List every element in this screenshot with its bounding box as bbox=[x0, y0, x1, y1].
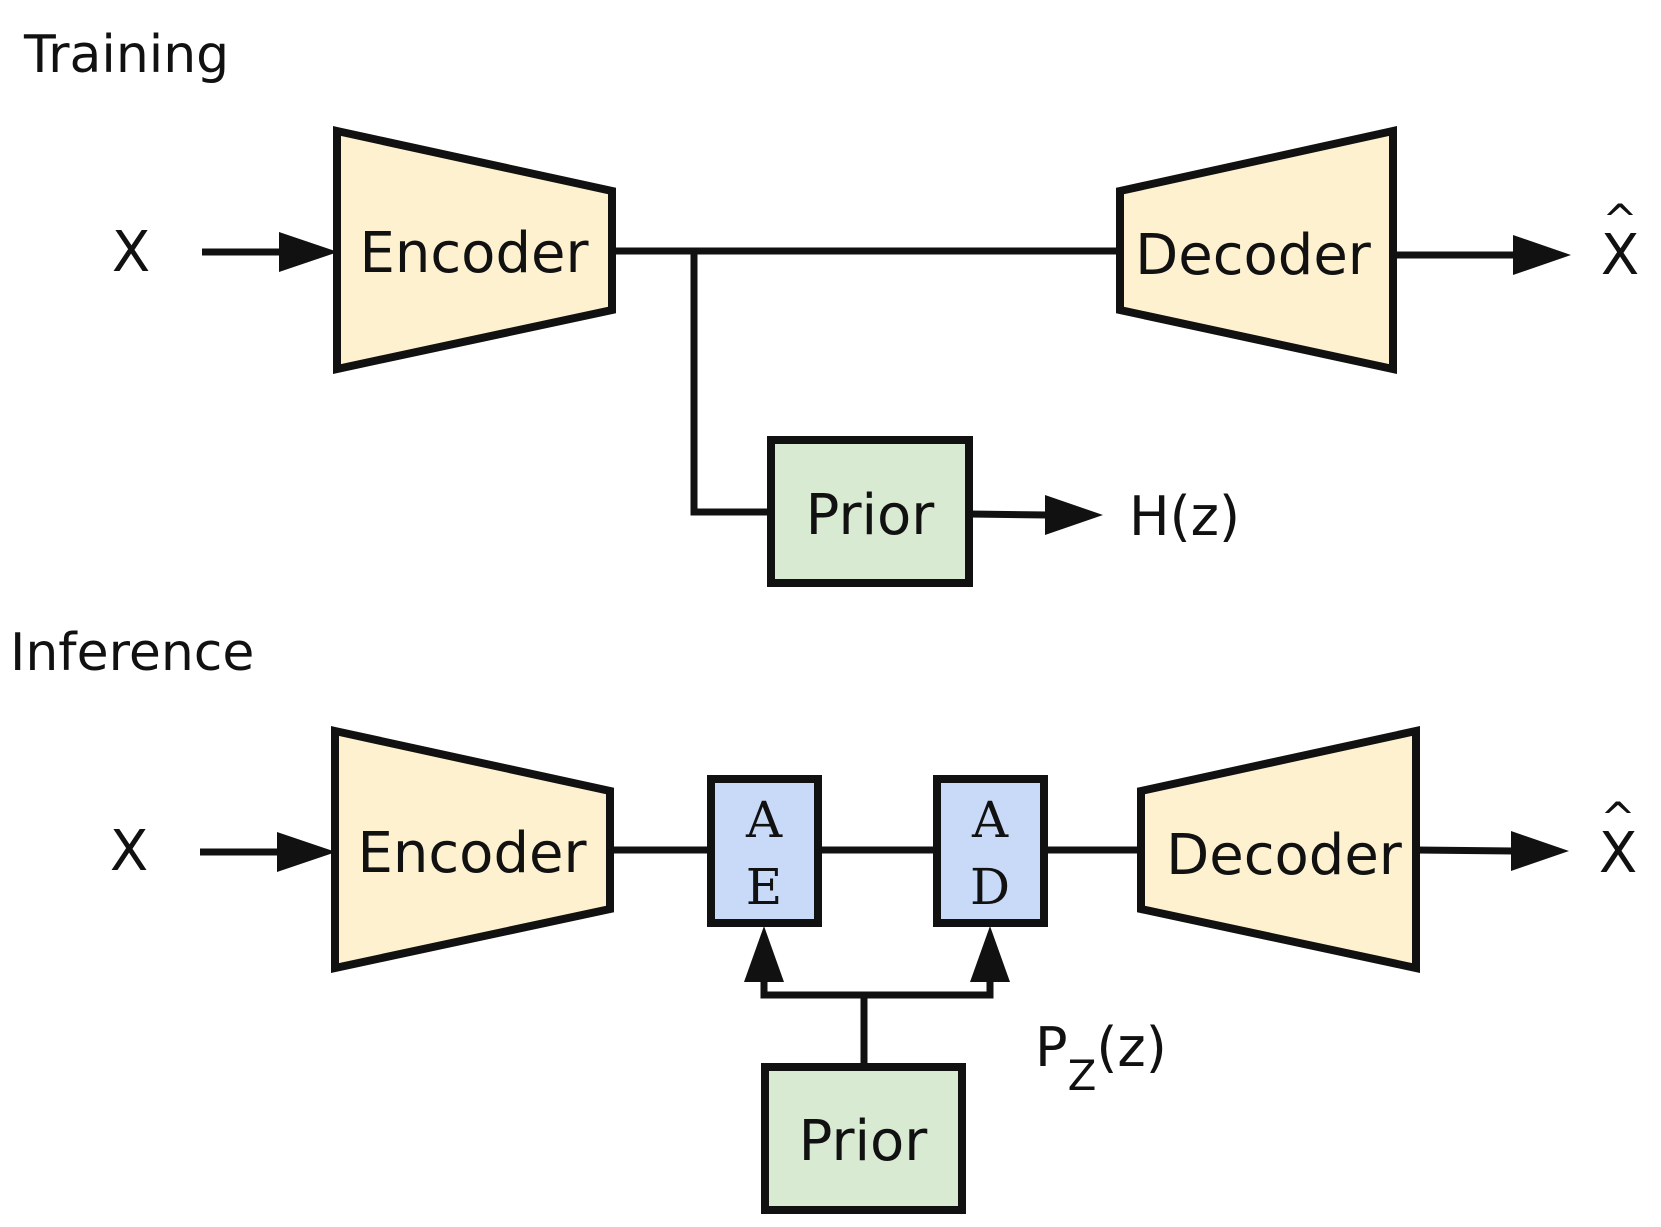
inference-decoder-block bbox=[1137, 726, 1420, 973]
training-section: Training X Encoder Decoder ^ X Prior H(z… bbox=[23, 25, 1639, 587]
arithmetic-decoder-bottom-letter: D bbox=[970, 858, 1010, 916]
training-entropy-arrow-line bbox=[968, 510, 1049, 519]
training-title: Training bbox=[23, 25, 229, 85]
arithmetic-encoder-block bbox=[707, 775, 822, 927]
inference-encoder-label: Encoder bbox=[358, 821, 588, 886]
training-decoder-block bbox=[1116, 126, 1397, 374]
prior-distribution-argument: (z) bbox=[1096, 1016, 1166, 1079]
training-prior-label: Prior bbox=[806, 483, 936, 548]
inference-output-label: X bbox=[1599, 821, 1637, 886]
training-encoder-block bbox=[333, 126, 616, 374]
training-output-hat: ^ bbox=[1602, 195, 1637, 244]
training-input-arrow-head bbox=[279, 232, 338, 272]
prior-distribution-subscript: Z bbox=[1068, 1051, 1097, 1100]
inference-prior-block bbox=[761, 1063, 966, 1214]
inference-decoder-label: Decoder bbox=[1166, 823, 1403, 888]
inference-prior-label: Prior bbox=[799, 1109, 929, 1174]
inference-section: Inference X Encoder A E A D Decoder ^ X bbox=[10, 623, 1637, 1214]
inference-input-label: X bbox=[110, 819, 148, 884]
training-output-arrow-head bbox=[1513, 235, 1571, 275]
training-encoder-label: Encoder bbox=[360, 221, 590, 286]
inference-prior-feed-line bbox=[760, 975, 994, 999]
arithmetic-decoder-top-letter: A bbox=[971, 791, 1009, 849]
inference-encoder-block bbox=[331, 726, 614, 973]
arithmetic-decoder-prior-arrow-head bbox=[970, 926, 1010, 982]
inference-output-arrow-line bbox=[1415, 846, 1515, 855]
arithmetic-encoder-bottom-letter: E bbox=[746, 858, 783, 916]
inference-output-hat: ^ bbox=[1600, 793, 1635, 842]
training-entropy-arrow-head bbox=[1045, 495, 1103, 535]
training-output-label: X bbox=[1601, 223, 1639, 288]
training-prior-block bbox=[767, 436, 973, 587]
training-decoder-label: Decoder bbox=[1135, 223, 1372, 288]
arithmetic-decoder-block bbox=[933, 775, 1048, 927]
arithmetic-encoder-top-letter: A bbox=[745, 791, 783, 849]
arithmetic-encoder-prior-arrow-head bbox=[744, 926, 784, 982]
prior-distribution-main: P bbox=[1035, 1016, 1068, 1079]
inference-input-arrow-head bbox=[277, 832, 336, 872]
training-entropy-label: H(z) bbox=[1129, 485, 1240, 548]
inference-output-arrow-head bbox=[1511, 831, 1569, 871]
prior-distribution-label: PZ(z) bbox=[1035, 1016, 1167, 1100]
training-input-label: X bbox=[112, 220, 150, 285]
inference-title: Inference bbox=[10, 623, 254, 683]
training-prior-branch-line bbox=[690, 251, 771, 516]
